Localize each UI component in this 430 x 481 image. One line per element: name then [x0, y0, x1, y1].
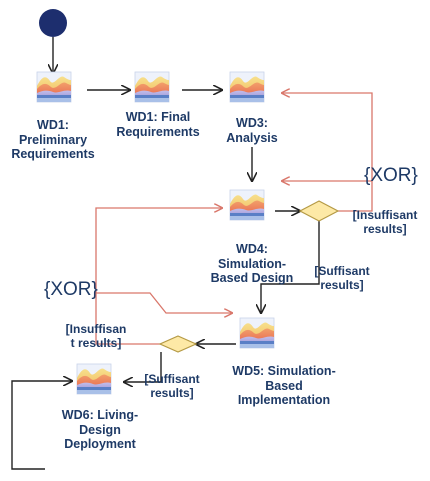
label-line: Simulation- [217, 256, 287, 271]
xor-label-upper: {XOR} [364, 165, 418, 186]
label-line: Preliminary [18, 132, 88, 147]
label-line: [Insuffisan [65, 322, 127, 336]
work-definition-icon [229, 189, 265, 221]
work-definition-icon [76, 363, 112, 395]
work-definition-icon [229, 71, 265, 103]
flow-insufficient-to-wd5 [96, 292, 232, 313]
label-line: results] [320, 278, 364, 292]
node-label-wd6: WD6: Living- Design Deployment [50, 408, 150, 452]
label-line: WD3: [236, 116, 268, 130]
label-line: results] [150, 386, 194, 400]
node-label-wd1-final: WD1: Final Requirements [108, 110, 208, 139]
edge-label-sufficient-lower: [Suffisant results] [134, 372, 210, 400]
edge-label-sufficient-upper: [Suffisant results] [304, 264, 380, 292]
work-definition-icon [239, 317, 275, 349]
label-line: Requirements [116, 124, 200, 139]
label-line: Deployment [64, 437, 136, 451]
edge-label-insufficient-lower: [Insuffisan t results] [54, 322, 138, 350]
label-line: results] [363, 222, 407, 236]
label-line: Implementation [237, 393, 331, 407]
flow-wd6-loop [11, 381, 72, 470]
start-node [39, 9, 67, 37]
flow-sufficient-to-wd5 [261, 220, 320, 313]
edge-label-insufficient-upper: [Insuffisant results] [340, 208, 430, 236]
label-line: [Suffisant [144, 372, 200, 386]
decision-diamond-lower [158, 335, 198, 353]
work-definition-icon [134, 71, 170, 103]
flow-insufficient-to-wd3 [282, 93, 373, 212]
node-label-wd1-preliminary: WD1: Preliminary Requirements [0, 118, 106, 162]
flow-sufficient-to-wd6 [124, 352, 162, 382]
node-label-wd4: WD4: Simulation- Based Design [192, 242, 312, 286]
label-line: WD5: Simulation- [232, 364, 336, 378]
label-line: WD6: Living- [61, 408, 139, 422]
label-line: [Insuffisant [352, 208, 418, 222]
label-line: t results] [70, 336, 122, 350]
node-label-wd5: WD5: Simulation- Based Implementation [218, 364, 350, 408]
decision-diamond-upper [298, 200, 340, 222]
label-line: Requirements [11, 147, 95, 161]
label-line: Based [265, 378, 303, 393]
node-label-wd3: WD3: Analysis [212, 116, 292, 145]
label-line: WD1: Final [125, 110, 191, 124]
label-line: Design [79, 422, 121, 437]
work-definition-icon [36, 71, 72, 103]
label-line: Analysis [226, 130, 278, 145]
label-line: Based Design [210, 271, 294, 285]
label-line: WD1: [37, 118, 69, 132]
xor-label-lower: {XOR} [44, 279, 98, 300]
label-line: [Suffisant [314, 264, 370, 278]
label-line: WD4: [236, 242, 268, 256]
flow-insufficient-back-to-wd4 [95, 208, 222, 345]
